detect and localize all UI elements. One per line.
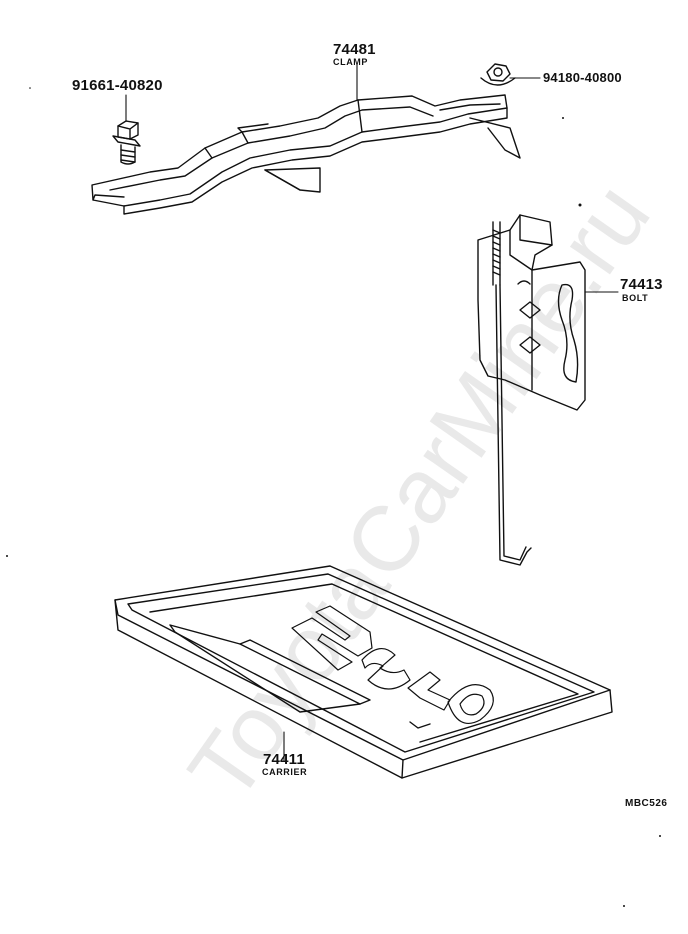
- flange-bolt-part: [112, 120, 141, 165]
- hold-down-bolt-part-name: BOLT: [622, 293, 649, 303]
- carrier-tray-part: [114, 565, 613, 779]
- speck-marks: [6, 87, 661, 907]
- clamp-part: [91, 94, 521, 215]
- figure-code: MBC526: [625, 798, 668, 809]
- clamp-part-name: CLAMP: [333, 57, 368, 67]
- carrier-part-name: CARRIER: [262, 767, 308, 777]
- clamp-part-number: 74481: [333, 41, 376, 58]
- leader-lines: [125, 63, 619, 761]
- flange-bolt-part-number: 91661-40820: [72, 77, 163, 94]
- hold-down-bolt-part: [477, 214, 586, 566]
- carrier-part-number: 74411: [263, 751, 305, 768]
- nut-part-number: 94180-40800: [543, 70, 622, 85]
- flange-nut-part: [480, 63, 516, 86]
- hold-down-bolt-part-number: 74413: [620, 276, 663, 293]
